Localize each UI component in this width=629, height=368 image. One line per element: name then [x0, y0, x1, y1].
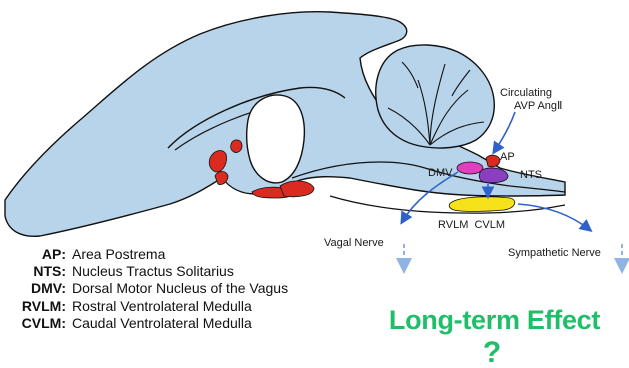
nts-label: NTS [520, 169, 542, 181]
vagal-nerve-label: Vagal Nerve [324, 237, 384, 249]
legend-abbr: AP: [4, 246, 66, 263]
legend-abbr: CVLM: [4, 315, 66, 332]
dmv-nucleus [457, 162, 483, 174]
legend-row: NTS:Nucleus Tractus Solitarius [4, 263, 288, 280]
legend-abbr: RVLM: [4, 298, 66, 315]
legend-row: AP:Area Postrema [4, 246, 288, 263]
legend-row: CVLM:Caudal Ventrolateral Medulla [4, 315, 288, 332]
cerebellum [376, 45, 495, 148]
dmv-label: DMV [428, 167, 453, 179]
rvlm-cvlm-nucleus [449, 197, 515, 212]
legend-abbr: DMV: [4, 280, 66, 297]
legend-full: Dorsal Motor Nucleus of the Vagus [66, 280, 288, 296]
ventricle [247, 95, 305, 183]
rvlm-cvlm-label: RVLM CVLM [438, 219, 505, 231]
legend-full: Caudal Ventrolateral Medulla [66, 315, 252, 331]
legend-full: Rostral Ventrolateral Medulla [66, 298, 252, 314]
legend-row: DMV:Dorsal Motor Nucleus of the Vagus [4, 280, 288, 297]
hormones-label: AVP AngⅡ [514, 100, 562, 112]
sympathetic-arrow [518, 204, 590, 230]
sympathetic-nerve-label: Sympathetic Nerve [508, 247, 601, 259]
circulating-arrow [494, 112, 515, 152]
circulating-label: Circulating [500, 87, 552, 99]
question-mark: ? [462, 338, 522, 368]
legend-full: Area Postrema [66, 246, 165, 262]
ap-label: AP [500, 151, 515, 163]
abbreviation-legend: AP:Area Postrema NTS:Nucleus Tractus Sol… [4, 246, 288, 332]
legend-full: Nucleus Tractus Solitarius [66, 263, 234, 279]
legend-abbr: NTS: [4, 263, 66, 280]
long-term-effect-title: Long-term Effect [362, 305, 627, 336]
legend-row: RVLM:Rostral Ventrolateral Medulla [4, 298, 288, 315]
